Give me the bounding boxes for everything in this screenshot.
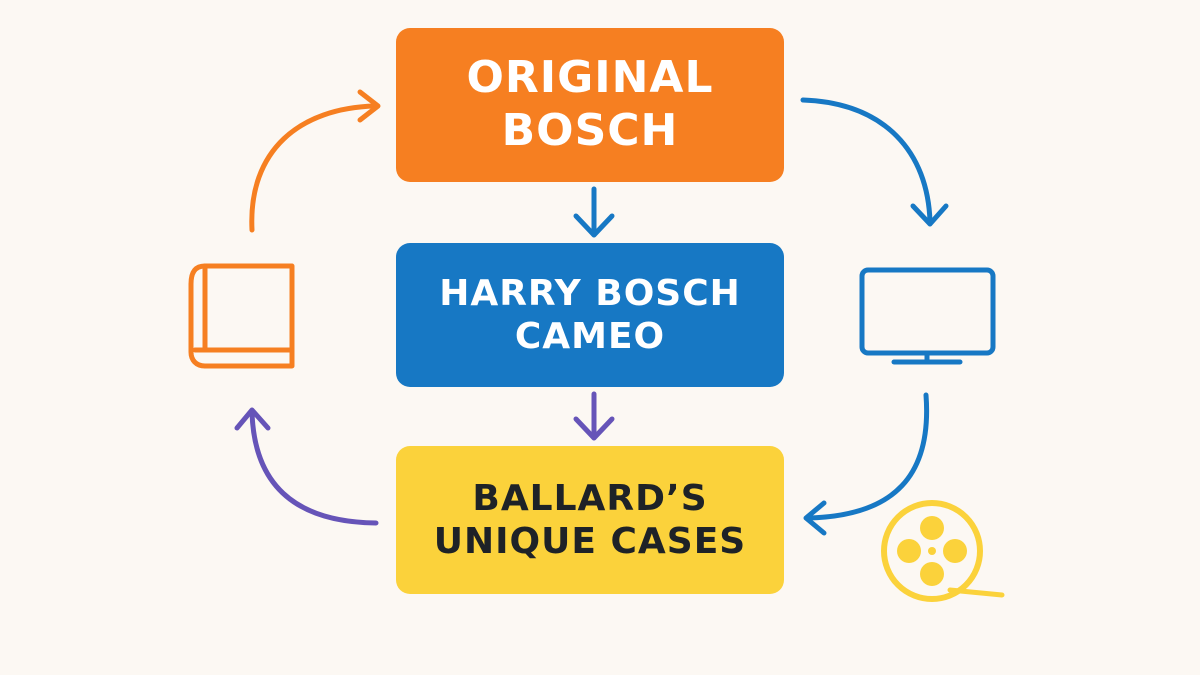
ballards-unique-cases-box: BALLARD’S UNIQUE CASES: [396, 446, 784, 594]
monitor-icon: [859, 267, 996, 365]
harry-bosch-cameo-line1: HARRY BOSCH: [439, 272, 741, 314]
arrow-ballard-to-book: [234, 407, 379, 526]
arrow-cameo-to-ballard: [573, 391, 615, 441]
arrow-monitor-to-ballard: [803, 392, 930, 536]
arrow-book-to-original: [249, 89, 381, 233]
ballards-unique-cases-line2: UNIQUE CASES: [433, 521, 747, 562]
arrow-original-to-monitor: [800, 97, 949, 227]
arrow-original-to-cameo: [573, 186, 615, 238]
original-bosch-line1: ORIGINAL: [466, 52, 714, 104]
book-icon: [188, 263, 295, 369]
original-bosch-line2: BOSCH: [501, 105, 679, 156]
harry-bosch-cameo-box: HARRY BOSCH CAMEO: [396, 243, 784, 387]
ballards-unique-cases-line1: BALLARD’S: [472, 477, 708, 519]
film-reel-icon: [881, 500, 1005, 602]
harry-bosch-cameo-line2: CAMEO: [514, 316, 666, 357]
original-bosch-box: ORIGINAL BOSCH: [396, 28, 784, 182]
